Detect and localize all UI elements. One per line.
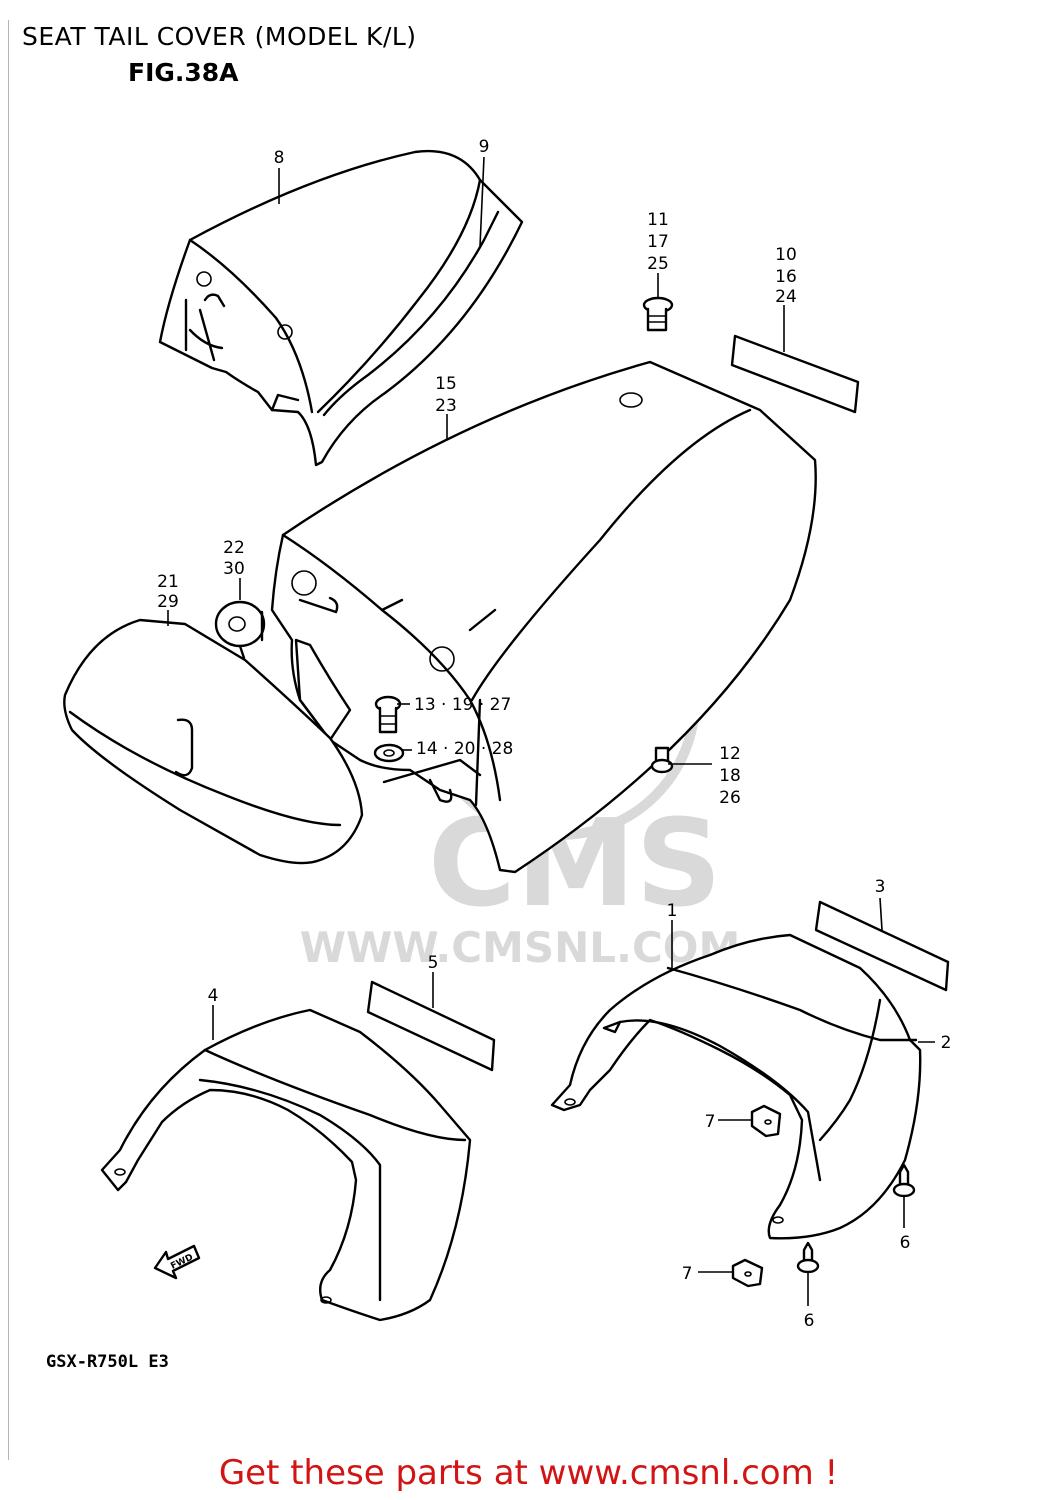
part-6-screw-lower[interactable] bbox=[796, 1241, 820, 1274]
part-22-grommet[interactable] bbox=[214, 600, 266, 660]
callout-24: 24 bbox=[775, 287, 797, 307]
part-4-cover-under[interactable] bbox=[100, 1008, 472, 1322]
callout-1: 1 bbox=[667, 901, 678, 921]
callout-22: 22 bbox=[223, 538, 245, 558]
callout-5: 5 bbox=[428, 953, 439, 973]
callout-21: 21 bbox=[157, 572, 179, 592]
callout-13: 13 · 19 · 27 bbox=[414, 695, 511, 715]
callout-11: 11 bbox=[647, 210, 669, 230]
callout-17: 17 bbox=[647, 232, 669, 252]
callout-16: 16 bbox=[775, 267, 797, 287]
callout-26: 26 bbox=[719, 788, 741, 808]
part-11-bolt[interactable] bbox=[642, 296, 674, 332]
forward-direction-arrow: FWD bbox=[153, 1244, 201, 1280]
part-10-emblem[interactable] bbox=[730, 334, 860, 414]
callout-12: 12 bbox=[719, 744, 741, 764]
model-code: GSX-R750L E3 bbox=[46, 1352, 169, 1372]
callout-15: 15 bbox=[435, 374, 457, 394]
part-1-cover-under[interactable] bbox=[550, 933, 922, 1240]
callout-14: 14 · 20 · 28 bbox=[416, 739, 513, 759]
part-3-emblem[interactable] bbox=[814, 900, 950, 992]
callout-2: 2 bbox=[941, 1033, 952, 1053]
leader-lines bbox=[167, 156, 935, 1306]
callout-10: 10 bbox=[775, 245, 797, 265]
part-13-bolt[interactable] bbox=[374, 695, 402, 734]
part-21-rear-pad[interactable] bbox=[63, 618, 364, 865]
callout-25: 25 bbox=[647, 254, 669, 274]
callout-6-lower: 6 bbox=[804, 1311, 815, 1331]
callout-29: 29 bbox=[157, 592, 179, 612]
callout-18: 18 bbox=[719, 766, 741, 786]
callout-3: 3 bbox=[875, 877, 886, 897]
watermark-url-text: WWW.CMSNL.COM bbox=[300, 923, 741, 972]
callout-labels: 8 9 11 17 25 10 16 24 15 23 22 30 21 29 … bbox=[157, 137, 951, 1331]
callout-7-upper: 7 bbox=[705, 1112, 716, 1132]
part-14-washer[interactable] bbox=[373, 743, 482, 803]
footer-parts-link[interactable]: Get these parts at www.cmsnl.com ! bbox=[218, 1453, 839, 1493]
callout-9: 9 bbox=[479, 137, 490, 157]
part-8-seat-cover[interactable] bbox=[158, 149, 524, 467]
part-5-emblem[interactable] bbox=[366, 980, 496, 1072]
figure-number: FIG.38A bbox=[128, 58, 239, 87]
page-border-line bbox=[8, 20, 9, 1460]
part-7-clip-lower[interactable] bbox=[731, 1258, 764, 1288]
part-15-tail-cover[interactable] bbox=[270, 360, 817, 874]
callout-4: 4 bbox=[208, 986, 219, 1006]
callout-30: 30 bbox=[223, 559, 245, 579]
callout-6-right: 6 bbox=[900, 1233, 911, 1253]
callout-8: 8 bbox=[274, 148, 285, 168]
part-12-screw[interactable] bbox=[650, 746, 674, 774]
callout-23: 23 bbox=[435, 396, 457, 416]
part-7-clip-upper[interactable] bbox=[750, 1104, 782, 1138]
callout-7-lower: 7 bbox=[682, 1264, 693, 1284]
page-title: SEAT TAIL COVER (MODEL K/L) bbox=[22, 22, 417, 51]
